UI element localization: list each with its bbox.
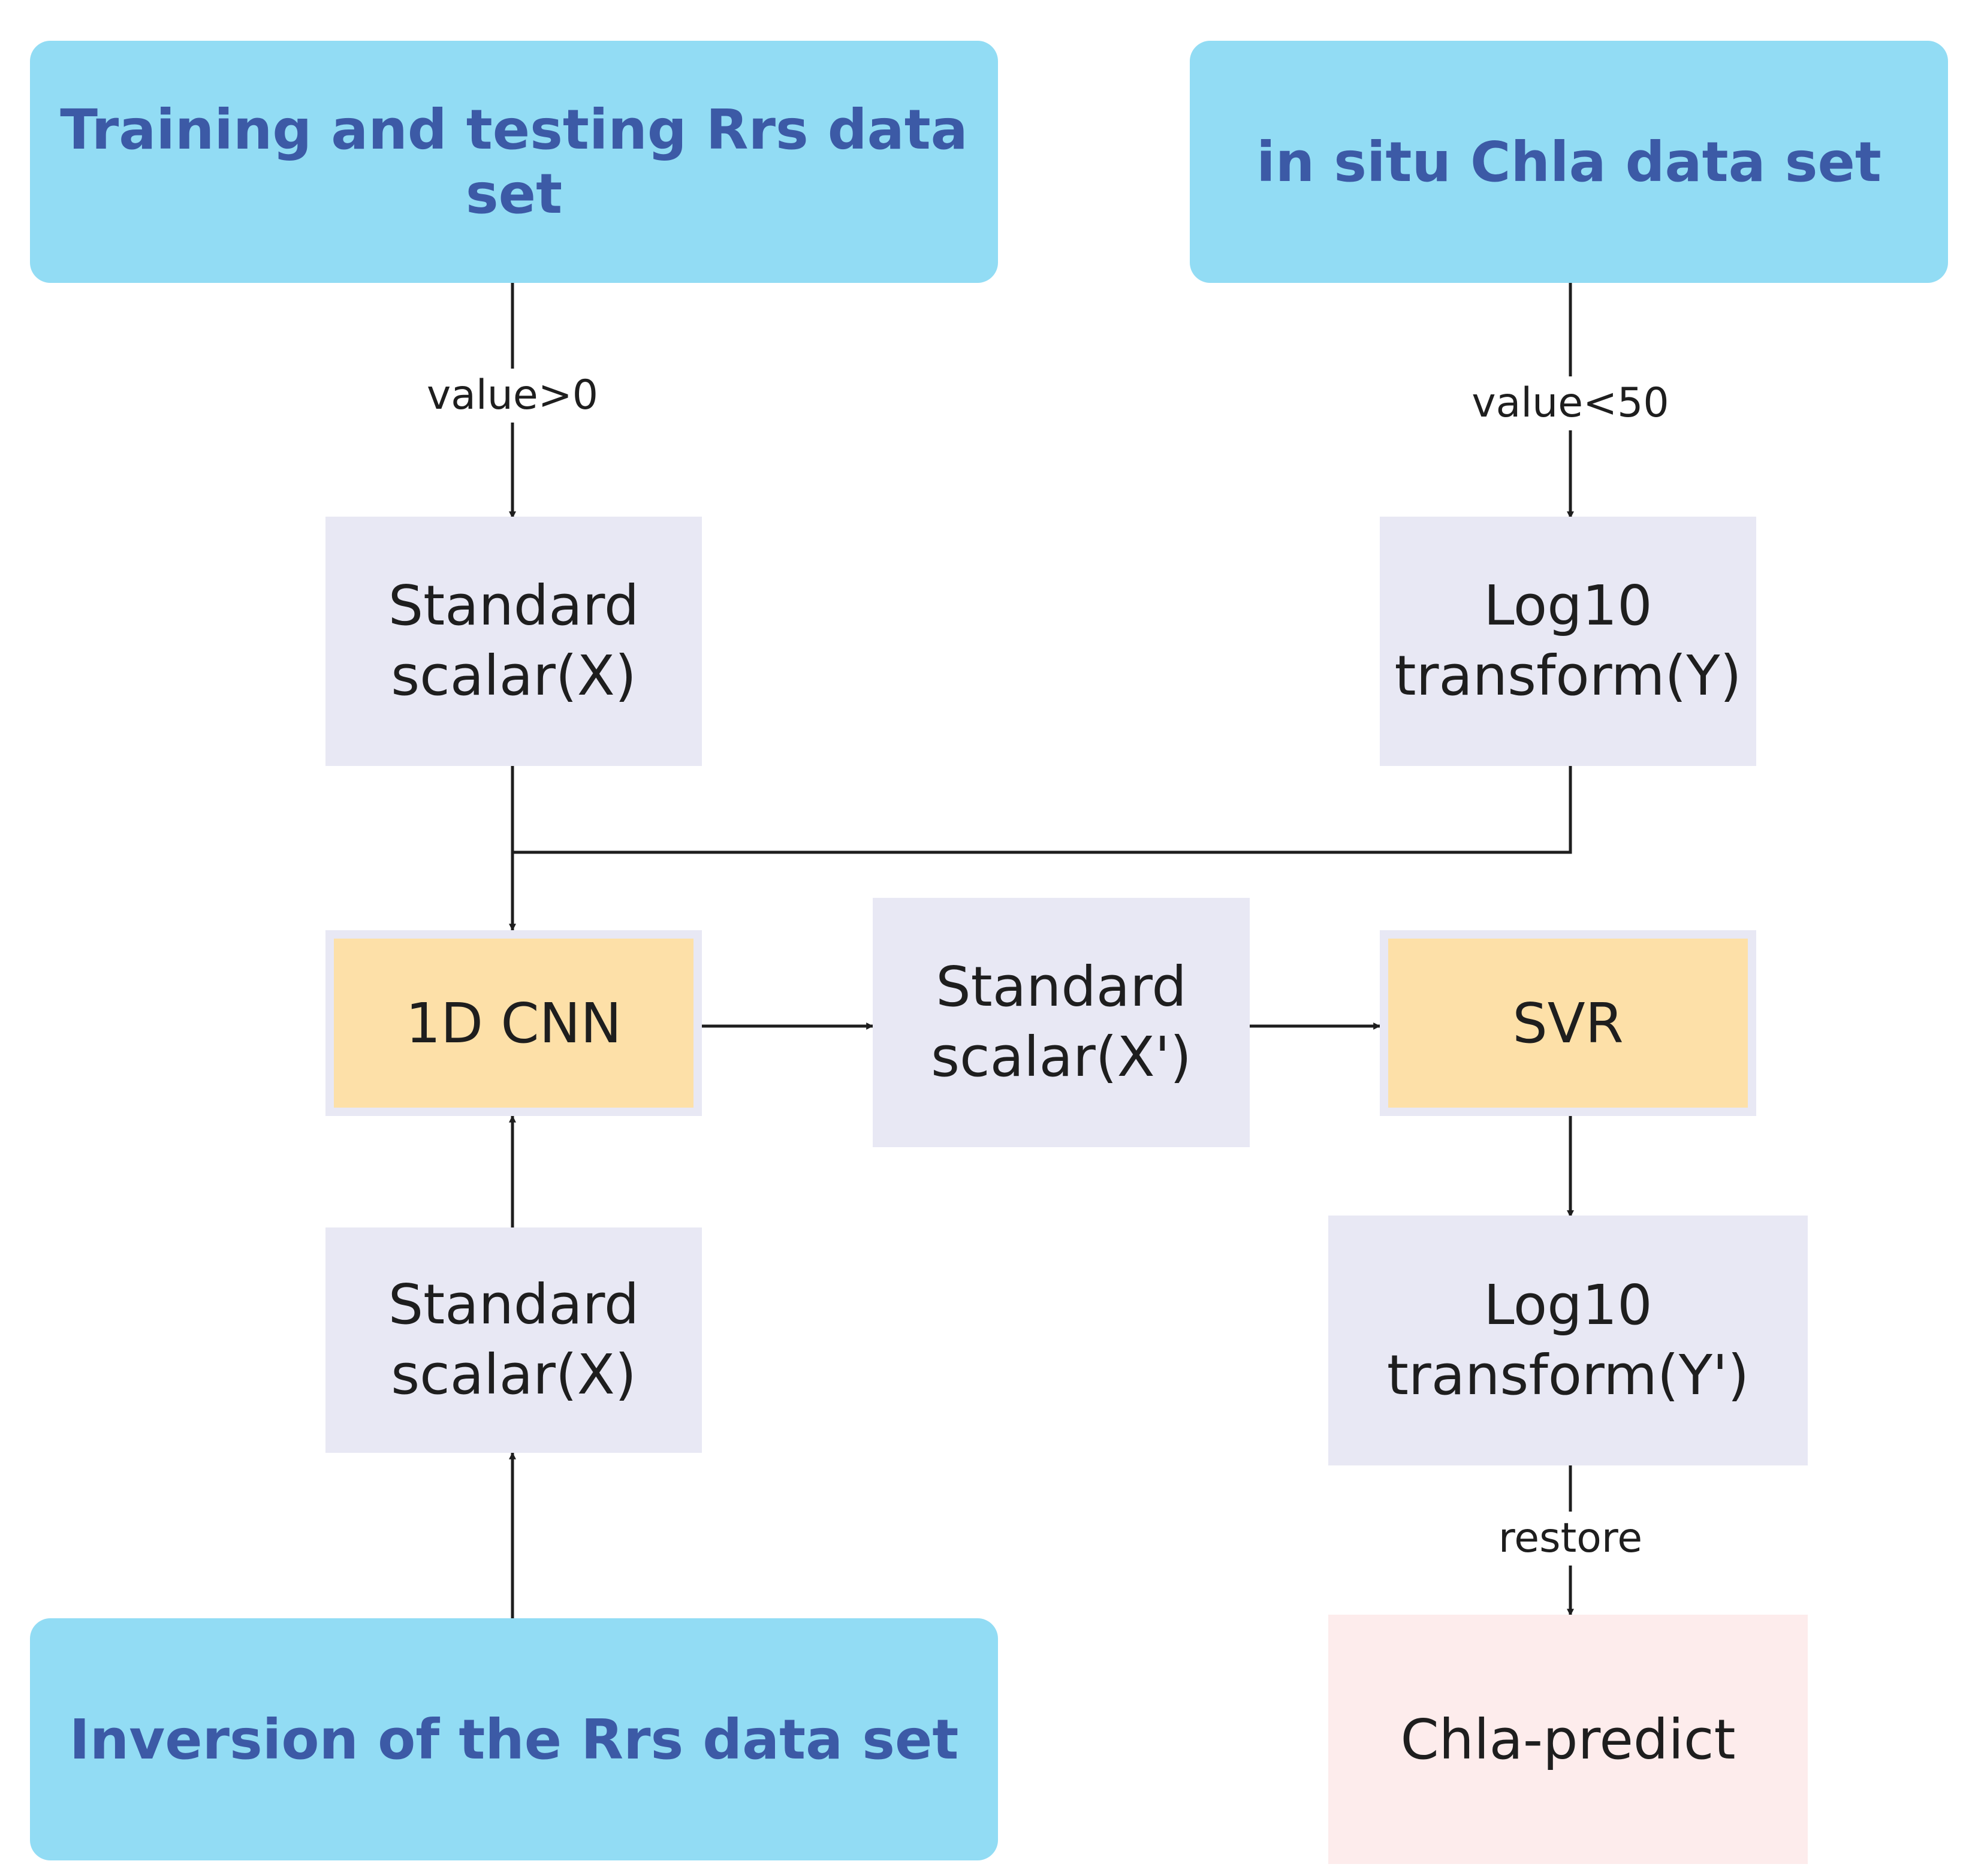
log10-transform-y-prime: Log10 transform(Y')	[1328, 1216, 1808, 1465]
standard-scalar-x-bottom-line2: scalar(X)	[391, 1343, 637, 1407]
cnn-1d-box: 1D CNN	[325, 930, 702, 1116]
insitu-chla-dataset-label: in situ Chla data set	[1256, 129, 1881, 194]
training-testing-rrs-dataset-label: Training and testing Rrs data set	[60, 98, 968, 226]
edge-label-value-gt-0: value>0	[420, 369, 605, 423]
standard-scalar-x-top-line1: Standard	[388, 574, 640, 638]
svr-label: SVR	[1512, 991, 1624, 1055]
log10-transform-y-line1: Log10	[1483, 574, 1653, 638]
standard-scalar-x-bottom-line1: Standard	[388, 1272, 640, 1337]
log10-transform-y: Log10 transform(Y)	[1380, 517, 1756, 766]
cnn-1d-inner: 1D CNN	[334, 939, 693, 1108]
standard-scalar-x-top: Standard scalar(X)	[325, 517, 702, 766]
inversion-rrs-dataset-label: Inversion of the Rrs data set	[69, 1707, 959, 1772]
standard-scalar-x-bottom: Standard scalar(X)	[325, 1227, 702, 1453]
log10-transform-y-prime-line1: Log10	[1483, 1272, 1653, 1337]
standard-scalar-x-prime: Standard scalar(X')	[873, 898, 1250, 1147]
edge-log10-merge	[512, 766, 1572, 854]
standard-scalar-x-prime-line1: Standard	[936, 955, 1187, 1020]
training-testing-rrs-dataset: Training and testing Rrs data set	[30, 41, 998, 283]
standard-scalar-x-top-line2: scalar(X)	[391, 644, 637, 708]
edge-label-value-lt-50: value<50	[1463, 376, 1678, 430]
chla-predict-label: Chla-predict	[1400, 1707, 1736, 1772]
cnn-1d-label: 1D CNN	[405, 991, 622, 1055]
inversion-rrs-dataset: Inversion of the Rrs data set	[30, 1618, 998, 1860]
standard-scalar-x-prime-line2: scalar(X')	[931, 1025, 1192, 1089]
edge-label-restore: restore	[1486, 1512, 1654, 1566]
svr-inner: SVR	[1388, 939, 1748, 1108]
chla-predict-box: Chla-predict	[1328, 1615, 1808, 1864]
insitu-chla-dataset: in situ Chla data set	[1190, 41, 1948, 283]
svr-box: SVR	[1380, 930, 1756, 1116]
log10-transform-y-line2: transform(Y)	[1394, 644, 1742, 708]
log10-transform-y-prime-line2: transform(Y')	[1386, 1343, 1750, 1407]
